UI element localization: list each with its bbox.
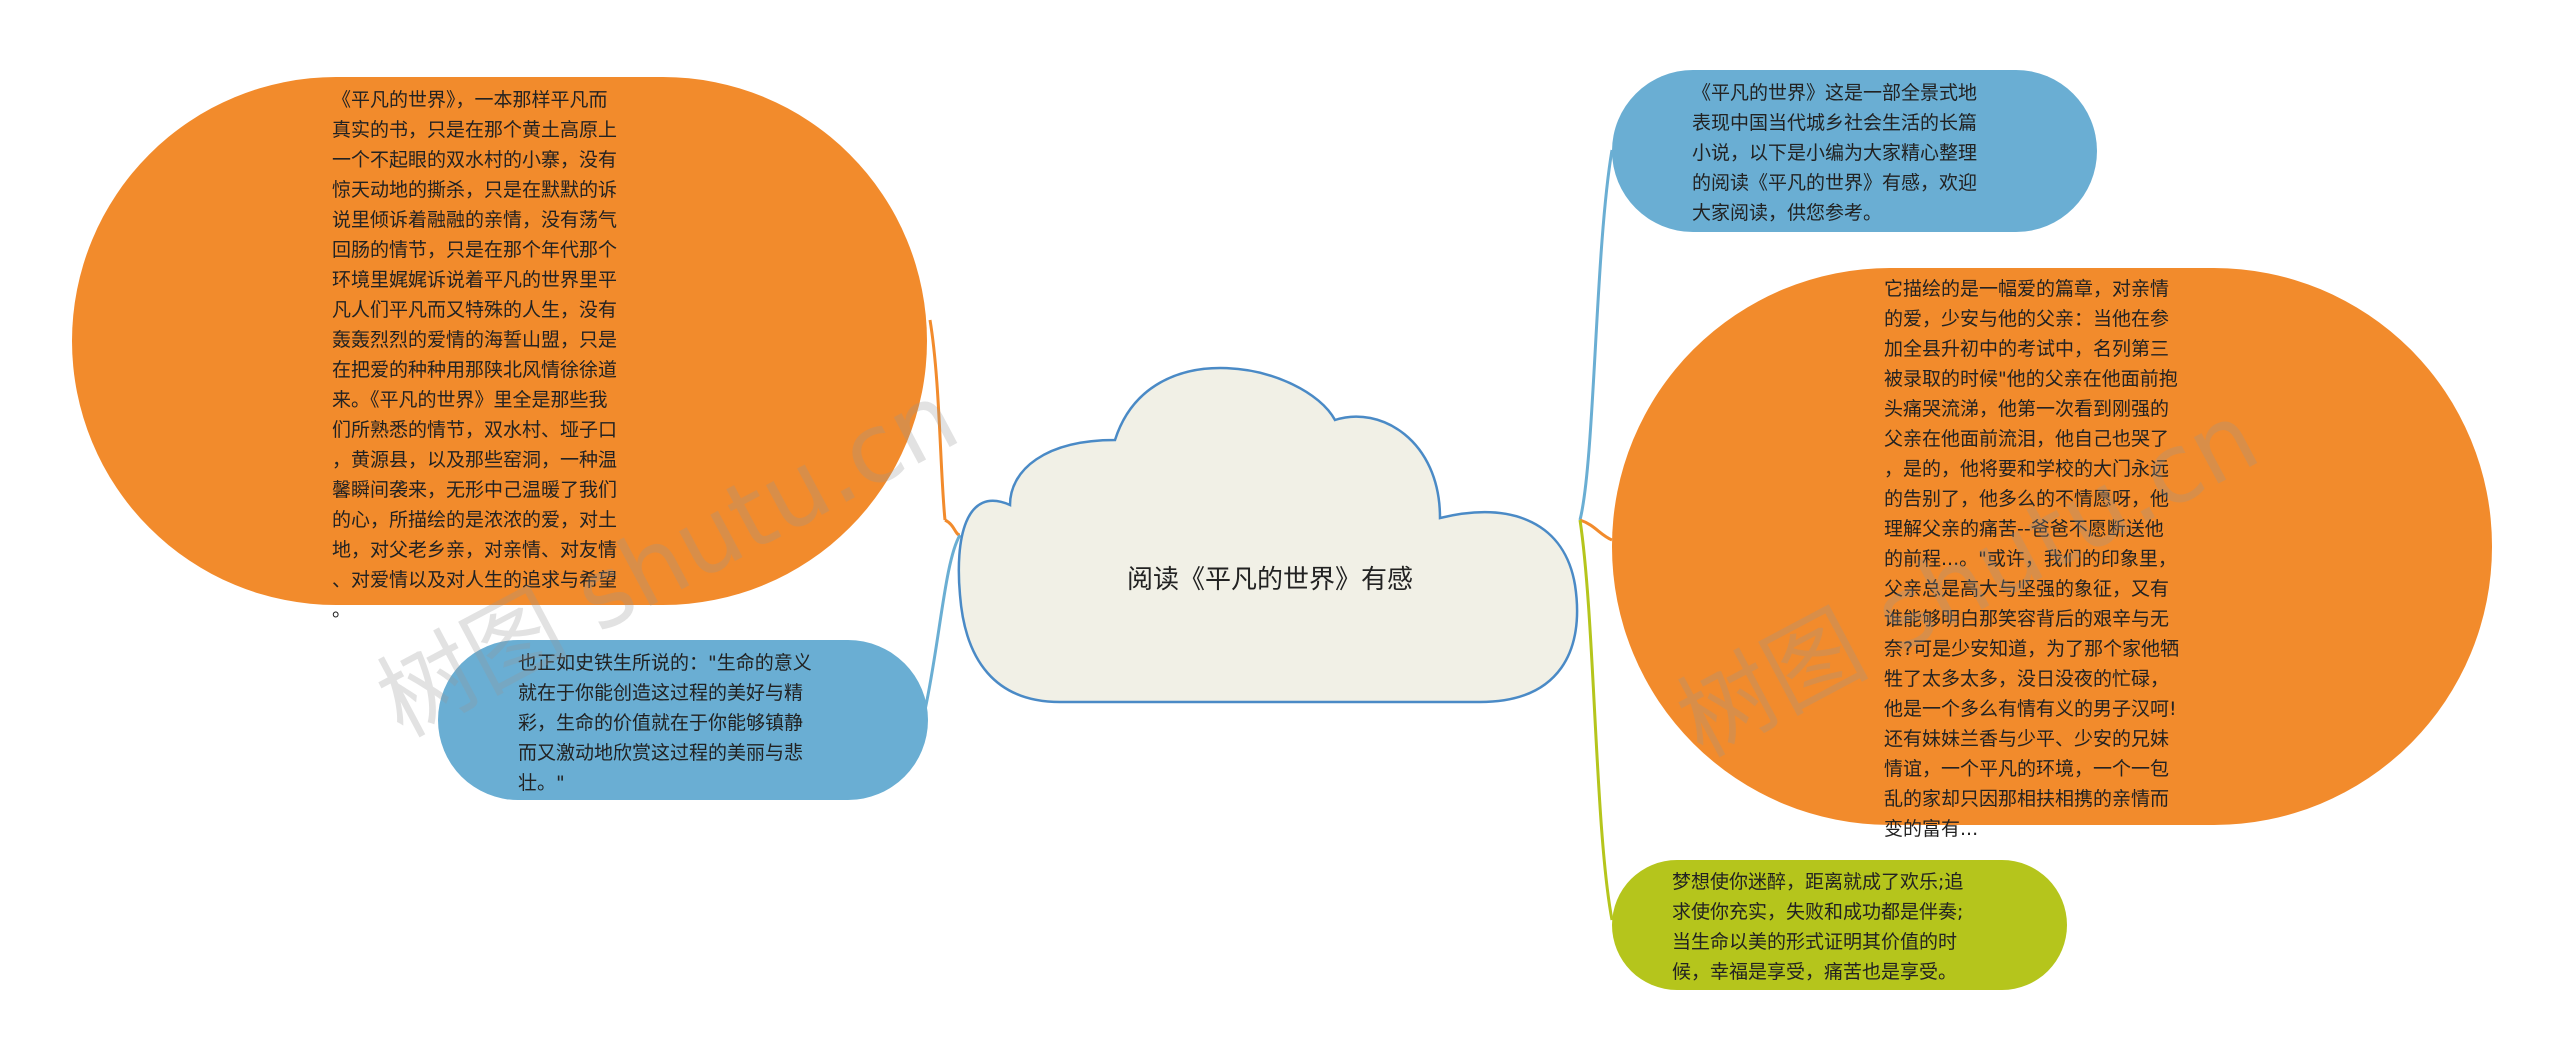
connector-right-3 (1578, 519, 1614, 921)
topic-right-3[interactable]: 梦想使你迷醉，距离就成了欢乐;追 求使你充实，失败和成功都是伴奏; 当生命以美的… (1612, 860, 2067, 990)
connector-left-1-curve (928, 319, 947, 521)
topic-right-1-shape (1612, 70, 2097, 232)
topic-right-2-shape (1612, 268, 2492, 825)
topic-left-2-shape (438, 640, 928, 800)
central-topic-title[interactable]: 阅读《平凡的世界》有感 (1126, 565, 1413, 595)
topic-left-1-text: 《平凡的世界》，一本那样平凡而 真实的书，只是在那个黄土高原上 一个不起眼的双水… (332, 89, 618, 621)
connector-right-2 (1579, 518, 1613, 542)
topic-left-1[interactable]: 《平凡的世界》，一本那样平凡而 真实的书，只是在那个黄土高原上 一个不起眼的双水… (72, 77, 927, 621)
central-cloud-shape (957, 366, 1579, 704)
topic-right-2-text: 它描绘的是一幅爱的篇章，对亲情 的爱，少安与他的父亲：当他在参 加全县升初中的考… (1884, 278, 2180, 840)
connector-left-2 (923, 534, 962, 711)
topic-right-3-text: 梦想使你迷醉，距离就成了欢乐;追 求使你充实，失败和成功都是伴奏; 当生命以美的… (1672, 871, 1964, 983)
topic-left-2[interactable]: 也正如史铁生所说的："生命的意义 就在于你能创造这过程的美好与精 彩，生命的价值… (438, 640, 928, 800)
connector-left-1 (944, 518, 961, 537)
topic-right-2[interactable]: 它描绘的是一幅爱的篇章，对亲情 的爱，少安与他的父亲：当他在参 加全县升初中的考… (1612, 268, 2492, 840)
topic-left-2-text: 也正如史铁生所说的："生命的意义 就在于你能创造这过程的美好与精 彩，生命的价值… (518, 652, 812, 794)
topic-left-1-shape (72, 77, 927, 605)
topic-right-1-text: 《平凡的世界》这是一部全景式地 表现中国当代城乡社会生活的长篇 小说，以下是小编… (1692, 82, 1978, 224)
connector-right-1 (1578, 149, 1614, 521)
topic-right-1[interactable]: 《平凡的世界》这是一部全景式地 表现中国当代城乡社会生活的长篇 小说，以下是小编… (1612, 70, 2097, 232)
topic-right-3-shape (1612, 860, 2067, 990)
